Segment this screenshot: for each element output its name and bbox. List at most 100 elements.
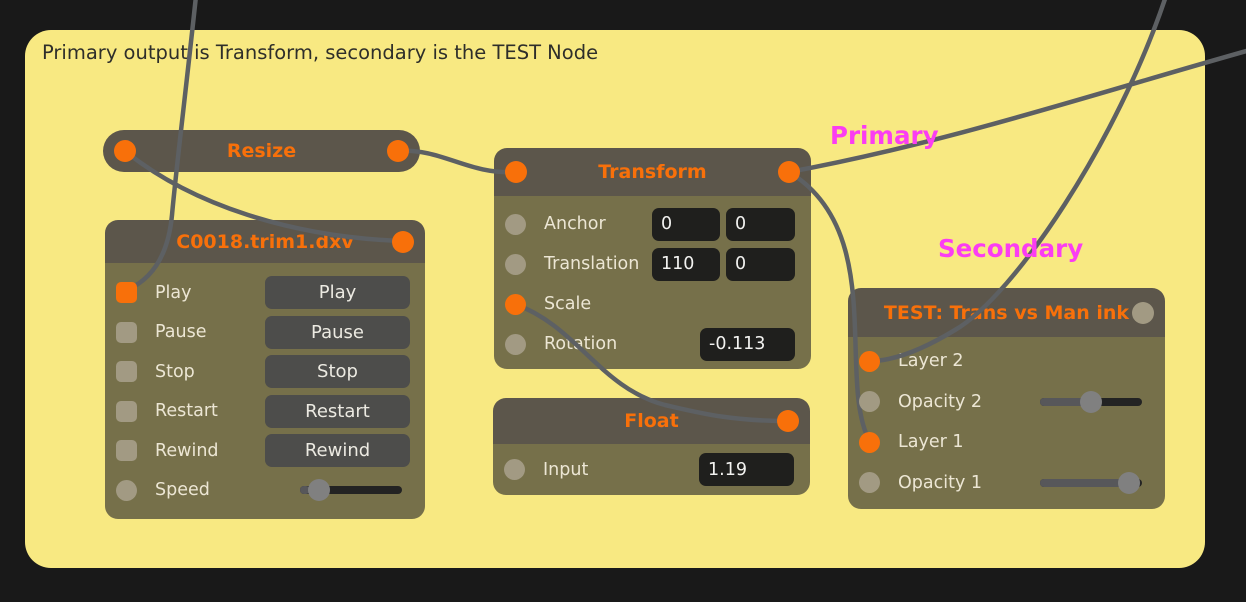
node-movie-header[interactable]: C0018.trim1.dxv (105, 220, 425, 263)
test-output-port[interactable] (1132, 301, 1154, 324)
row-opacity1: Opacity 1 (848, 463, 1165, 504)
node-resize[interactable]: Resize (103, 130, 420, 172)
node-float-header[interactable]: Float (493, 398, 810, 444)
cable-offscreen-to-layer2[interactable] (867, 0, 1167, 364)
slider-knob[interactable] (1117, 471, 1140, 494)
cable-transform-to-primary-out[interactable] (786, 48, 1246, 175)
row-restart: Restart Restart (105, 392, 425, 432)
composition-canvas[interactable]: Primary output is Transform, secondary i… (25, 30, 1205, 568)
layer2-label: Layer 2 (898, 351, 964, 372)
speed-slider[interactable] (300, 479, 402, 502)
row-rotation: Rotation -0.113 (494, 324, 811, 364)
rewind-button[interactable]: Rewind (265, 434, 410, 468)
movie-output-port[interactable] (392, 230, 414, 253)
row-input: Input 1.19 (493, 444, 810, 495)
node-transform-body: Anchor 0 0 Translation 110 0 S (494, 196, 811, 369)
row-translation: Translation 110 0 (494, 244, 811, 284)
resize-input-port[interactable] (114, 140, 136, 162)
pause-label: Pause (155, 322, 207, 343)
opacity2-label: Opacity 2 (898, 391, 983, 412)
opacity1-port[interactable] (859, 472, 880, 494)
node-test-body: Layer 2 Opacity 2 Layer 1 (848, 337, 1165, 509)
input-field[interactable]: 1.19 (699, 453, 794, 486)
translation-x-field[interactable]: 110 (652, 247, 720, 281)
cable-resize-to-transform[interactable] (395, 148, 519, 175)
play-port[interactable] (116, 282, 137, 304)
speed-label: Speed (155, 480, 210, 501)
input-port[interactable] (504, 459, 525, 480)
slider-knob[interactable] (308, 479, 330, 502)
speed-port[interactable] (116, 479, 137, 501)
play-button[interactable]: Play (265, 276, 410, 310)
opacity2-port[interactable] (859, 391, 880, 413)
anchor-x-field[interactable]: 0 (652, 207, 720, 241)
scale-port[interactable] (505, 293, 526, 315)
slider-fill (300, 486, 311, 495)
annotation-secondary: Secondary (938, 234, 1084, 263)
layer1-label: Layer 1 (898, 432, 964, 453)
stop-label: Stop (155, 361, 195, 382)
restart-label: Restart (155, 401, 218, 422)
cable-float-to-scale[interactable] (512, 301, 791, 424)
row-layer2: Layer 2 (848, 341, 1165, 382)
stop-port[interactable] (116, 361, 137, 383)
node-title: C0018.trim1.dxv (176, 230, 354, 253)
resize-output-port[interactable] (387, 140, 409, 162)
node-transform[interactable]: Transform Anchor 0 0 Translation 110 (494, 148, 811, 369)
row-speed: Speed (105, 471, 425, 511)
node-test[interactable]: TEST: Trans vs Man ink Layer 2 Opacity 2 (848, 288, 1165, 509)
layer1-port[interactable] (859, 431, 880, 453)
translation-y-field[interactable]: 0 (726, 247, 795, 281)
node-movie[interactable]: C0018.trim1.dxv Play Play Pause Pause St… (105, 220, 425, 519)
rewind-port[interactable] (116, 440, 137, 462)
cable-offscreen-to-play[interactable] (124, 0, 198, 293)
rotation-field[interactable]: -0.113 (700, 327, 795, 361)
node-title: Float (624, 410, 679, 432)
row-pause: Pause Pause (105, 313, 425, 353)
slider-fill (1040, 478, 1139, 487)
row-anchor: Anchor 0 0 (494, 204, 811, 244)
anchor-y-field[interactable]: 0 (726, 207, 795, 241)
row-layer1: Layer 1 (848, 422, 1165, 463)
node-title: TEST: Trans vs Man ink (883, 301, 1130, 324)
node-test-header[interactable]: TEST: Trans vs Man ink (848, 288, 1165, 337)
rewind-label: Rewind (155, 440, 219, 461)
row-scale: Scale (494, 284, 811, 324)
float-output-port[interactable] (777, 410, 799, 432)
anchor-label: Anchor (544, 214, 606, 234)
slider-fill (1040, 397, 1091, 406)
slider-track[interactable] (300, 486, 402, 495)
node-resize-header[interactable]: Resize (103, 130, 420, 172)
translation-label: Translation (544, 254, 640, 274)
annotation-primary: Primary (830, 121, 939, 150)
node-transform-header[interactable]: Transform (494, 148, 811, 196)
opacity1-label: Opacity 1 (898, 472, 983, 493)
opacity2-slider[interactable] (1040, 390, 1142, 413)
restart-button[interactable]: Restart (265, 394, 410, 428)
translation-port[interactable] (505, 253, 526, 275)
node-movie-body: Play Play Pause Pause Stop Stop Restart … (105, 263, 425, 519)
stop-button[interactable]: Stop (265, 355, 410, 389)
pause-button[interactable]: Pause (265, 315, 410, 349)
pause-port[interactable] (116, 321, 137, 343)
anchor-port[interactable] (505, 213, 526, 235)
row-opacity2: Opacity 2 (848, 382, 1165, 423)
restart-port[interactable] (116, 400, 137, 422)
play-label: Play (155, 282, 192, 303)
row-stop: Stop Stop (105, 352, 425, 392)
rotation-port[interactable] (505, 333, 526, 355)
row-play: Play Play (105, 273, 425, 313)
comment-text: Primary output is Transform, secondary i… (42, 41, 599, 64)
layer2-port[interactable] (859, 350, 880, 372)
opacity1-slider[interactable] (1040, 471, 1142, 494)
cable-transform-to-layer1[interactable] (786, 169, 873, 445)
transform-input-port[interactable] (505, 161, 527, 183)
input-label: Input (543, 459, 589, 480)
transform-output-port[interactable] (778, 161, 800, 183)
slider-knob[interactable] (1080, 390, 1102, 413)
cable-movie-to-resize[interactable] (122, 148, 405, 244)
rotation-label: Rotation (544, 334, 618, 354)
node-float[interactable]: Float Input 1.19 (493, 398, 810, 495)
